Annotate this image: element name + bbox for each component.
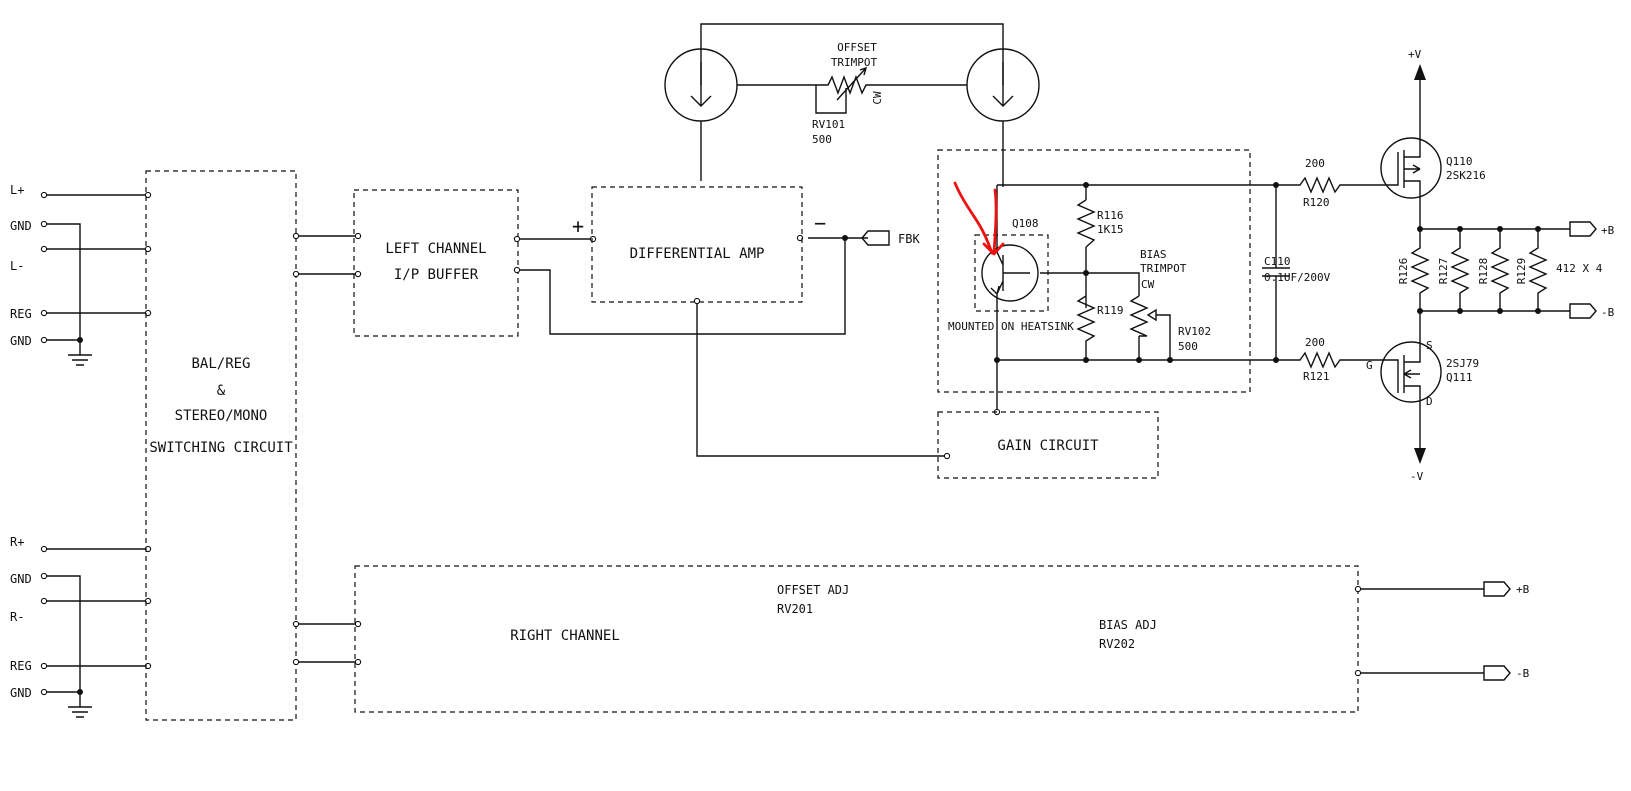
heatsink-dashed-box xyxy=(937,149,1251,393)
right-channel-label: RIGHT CHANNEL xyxy=(510,628,620,644)
neg-v-label: -V xyxy=(1410,470,1424,483)
offset-trimpot-value: 500 xyxy=(812,133,832,146)
r127-label: R127 xyxy=(1437,258,1450,285)
r128-label: R128 xyxy=(1477,258,1490,285)
r119-resistor: R119 xyxy=(1076,295,1124,350)
q110-mosfet: Q110 2SK216 xyxy=(1380,135,1486,199)
diff-amp-plus: + xyxy=(572,214,584,238)
q110-ref: Q110 xyxy=(1446,155,1473,168)
label-gnd-2: GND xyxy=(10,334,32,348)
q111-source: S xyxy=(1426,339,1433,352)
right-pos-b-label: +B xyxy=(1516,583,1530,596)
c110-value: 0.1UF/200V xyxy=(1264,271,1331,284)
gain-circuit-label: GAIN CIRCUIT xyxy=(997,438,1099,454)
label-r-minus: R- xyxy=(10,610,24,624)
heatsink-label: MOUNTED ON HEATSINK xyxy=(948,320,1074,333)
r126-label: R126 xyxy=(1397,258,1410,285)
r129-label: R129 xyxy=(1515,258,1528,285)
neg-b-label: -B xyxy=(1601,306,1615,319)
left-channel-buffer-block: LEFT CHANNEL I/P BUFFER xyxy=(353,189,519,337)
label-r-plus: R+ xyxy=(10,535,24,549)
r121-ref: R121 xyxy=(1303,370,1330,383)
bias-trimpot-line-2: TRIMPOT xyxy=(1140,262,1187,275)
load-note: 412 X 4 xyxy=(1556,262,1603,275)
q108-label: Q108 xyxy=(1012,217,1039,230)
right-neg-b-label: -B xyxy=(1516,667,1530,680)
load-resistor-bank: R126 R127 R128 R129 412 X 4 +B -B xyxy=(1397,198,1615,345)
r120-resistor: 200 R120 xyxy=(1276,157,1382,209)
offset-trimpot-cw: CW xyxy=(871,91,884,105)
gain-circuit-block: GAIN CIRCUIT xyxy=(937,411,1159,479)
right-inputs: R+ GND R- REG GND xyxy=(10,535,152,718)
pos-b-connector xyxy=(1569,221,1597,237)
offset-trimpot: OFFSET TRIMPOT CW RV101 500 xyxy=(737,41,967,146)
bal-reg-line-3: STEREO/MONO xyxy=(175,408,268,424)
red-annotation-arrow xyxy=(982,188,1005,256)
right-bias-adj: BIAS ADJ xyxy=(1099,618,1157,632)
bias-trimpot-ref: RV102 xyxy=(1178,325,1211,338)
bias-trimpot-value: 500 xyxy=(1178,340,1198,353)
r116-ref: R116 xyxy=(1097,209,1124,222)
right-offset-adj: OFFSET ADJ xyxy=(777,583,849,597)
supply-rails: +V -V xyxy=(1408,48,1426,483)
bal-reg-line-2: & xyxy=(217,383,226,399)
label-gnd-4: GND xyxy=(10,686,32,700)
label-l-minus: L- xyxy=(10,259,24,273)
offset-trimpot-line-1: OFFSET xyxy=(837,41,877,54)
bal-reg-line-1: BAL/REG xyxy=(191,356,250,372)
right-bias-ref: RV202 xyxy=(1099,637,1135,651)
bias-trimpot: BIAS TRIMPOT CW RV102 500 xyxy=(1129,248,1211,353)
c110-ref: C110 xyxy=(1264,255,1291,268)
r120-ref: R120 xyxy=(1303,196,1330,209)
left-inputs: L+ GND L- REG GND xyxy=(10,183,152,366)
right-pos-b-connector xyxy=(1483,581,1511,597)
diff-amp-label: DIFFERENTIAL AMP xyxy=(630,246,765,262)
label-reg-2: REG xyxy=(10,659,32,673)
right-offset-ref: RV201 xyxy=(777,602,813,616)
c110-capacitor: C110 0.1UF/200V xyxy=(1262,185,1331,360)
r116-resistor: R116 1K15 xyxy=(1076,199,1124,248)
bias-trimpot-line-1: BIAS xyxy=(1140,248,1167,261)
pos-b-label: +B xyxy=(1601,224,1615,237)
fbk-connector xyxy=(861,230,890,246)
bias-trimpot-cw: CW xyxy=(1141,278,1155,291)
q111-gate: G xyxy=(1366,359,1373,372)
q111-drain: D xyxy=(1426,395,1433,408)
offset-trimpot-ref: RV101 xyxy=(812,118,845,131)
q111-mosfet: 2SJ79 Q111 G S D xyxy=(1366,339,1479,408)
right-neg-b-connector xyxy=(1483,665,1511,681)
label-reg-1: REG xyxy=(10,307,32,321)
left-buffer-line-1: LEFT CHANNEL xyxy=(385,241,486,257)
q111-part: 2SJ79 xyxy=(1446,357,1479,370)
neg-b-connector xyxy=(1569,303,1597,319)
pos-v-label: +V xyxy=(1408,48,1422,61)
bal-reg-switching-block: BAL/REG & STEREO/MONO SWITCHING CIRCUIT xyxy=(145,170,297,721)
label-gnd-1: GND xyxy=(10,219,32,233)
r119-ref: R119 xyxy=(1097,304,1124,317)
q111-ref: Q111 xyxy=(1446,371,1473,384)
q110-part: 2SK216 xyxy=(1446,169,1486,182)
r120-value: 200 xyxy=(1305,157,1325,170)
bal-reg-line-4: SWITCHING CIRCUIT xyxy=(149,440,293,456)
red-annotation-stroke xyxy=(953,181,994,255)
right-channel-block: RIGHT CHANNEL OFFSET ADJ RV201 BIAS ADJ … xyxy=(354,565,1530,713)
label-gnd-3: GND xyxy=(10,572,32,586)
offset-trimpot-line-2: TRIMPOT xyxy=(831,56,878,69)
r121-value: 200 xyxy=(1305,336,1325,349)
r116-value: 1K15 xyxy=(1097,223,1124,236)
label-l-plus: L+ xyxy=(10,183,24,197)
diff-amp-minus: − xyxy=(814,211,826,235)
fbk-label: FBK xyxy=(898,232,920,246)
r121-resistor: 200 R121 xyxy=(1276,336,1382,383)
left-buffer-line-2: I/P BUFFER xyxy=(394,267,479,283)
differential-amp-block: DIFFERENTIAL AMP + − xyxy=(572,186,826,303)
